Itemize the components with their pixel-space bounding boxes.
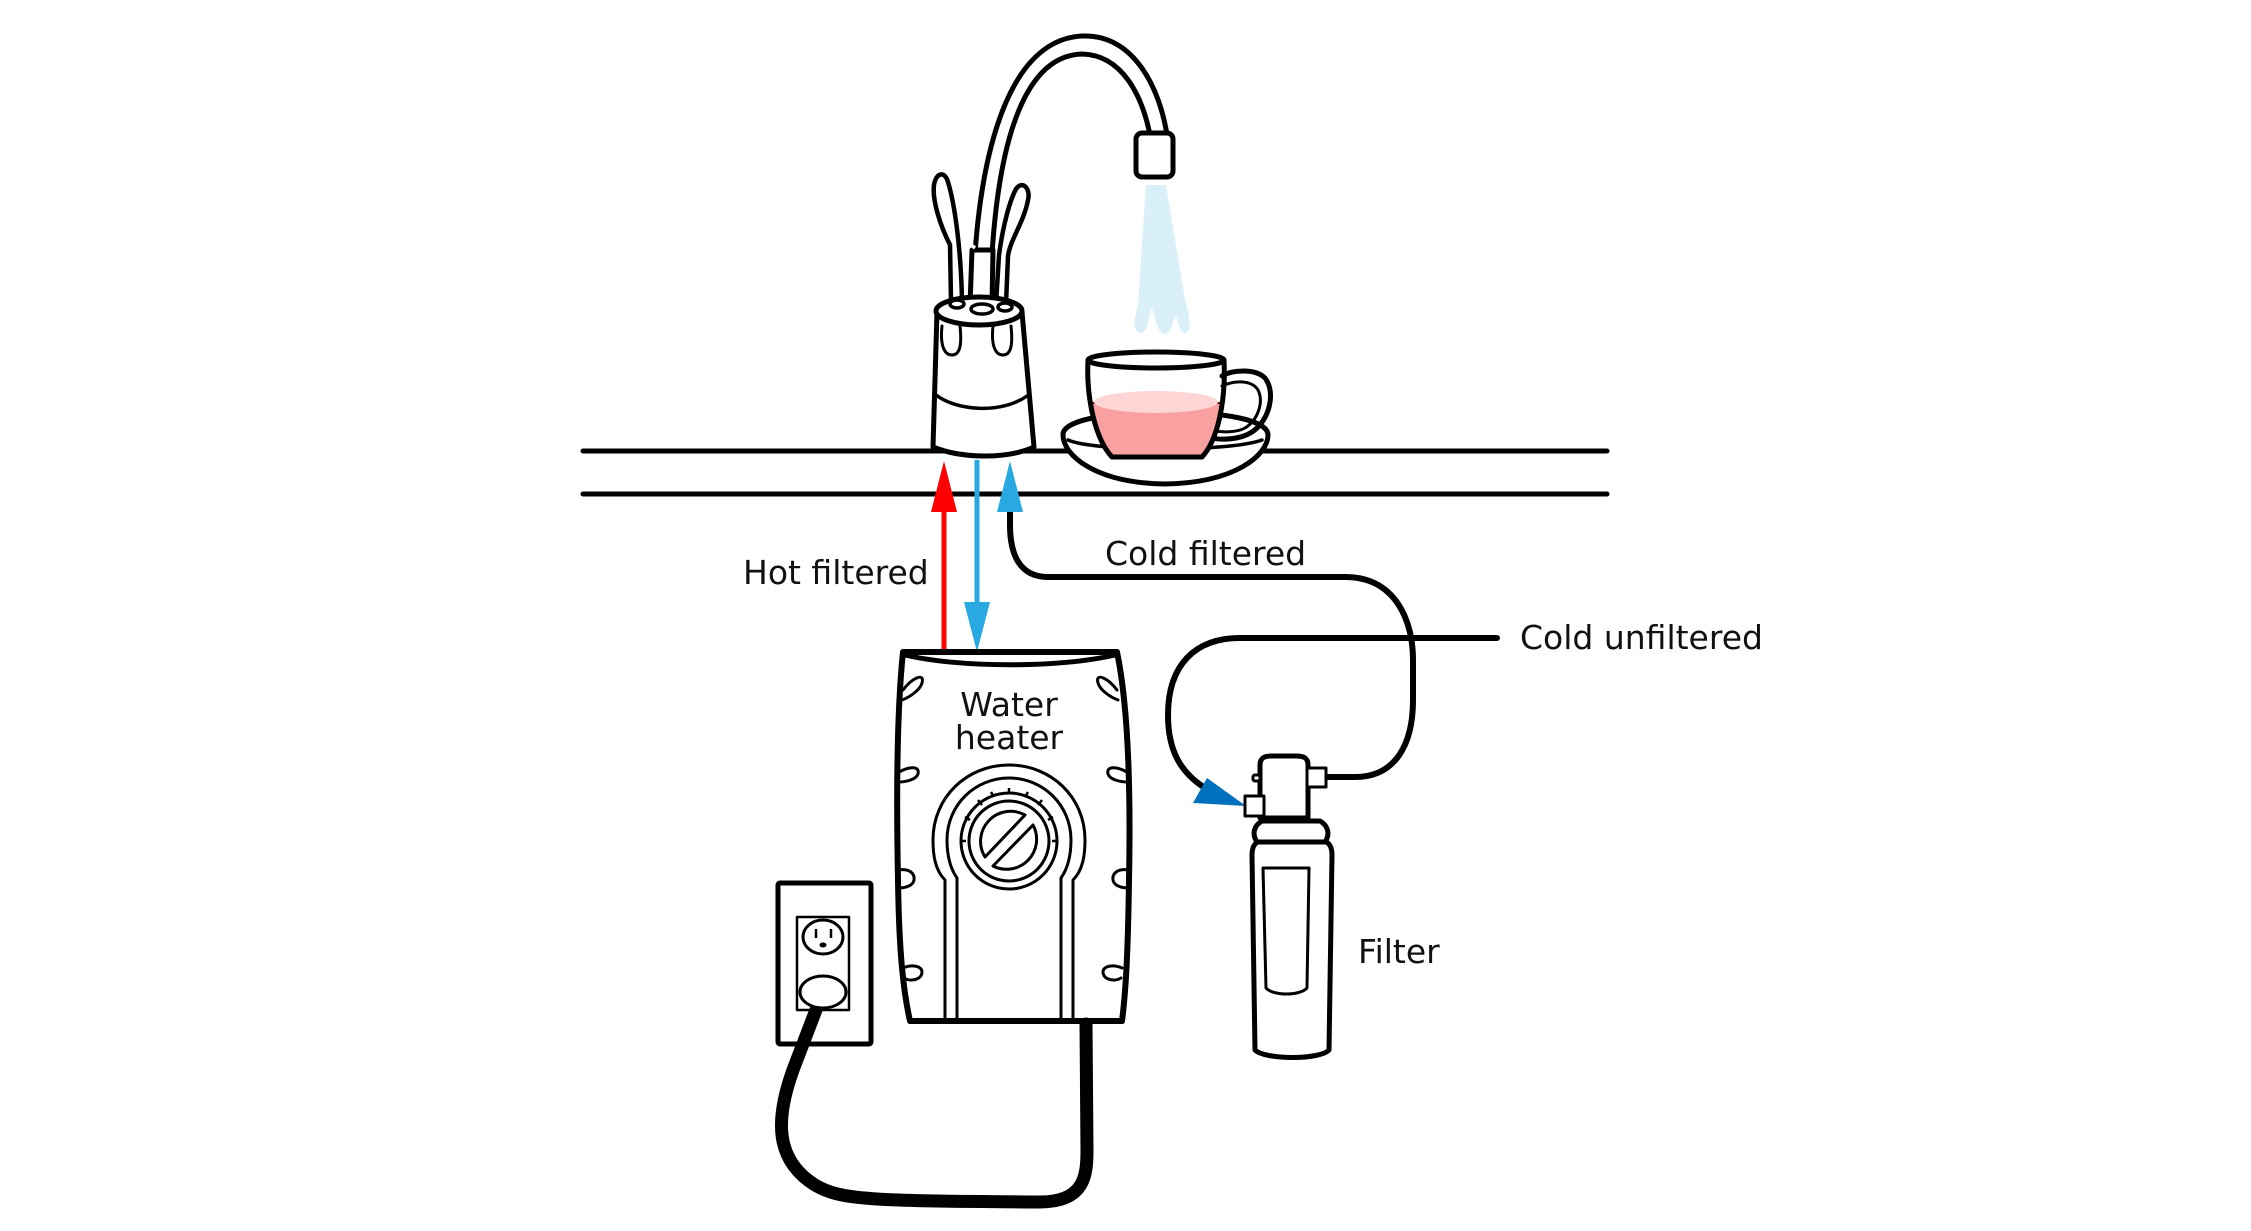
- arrowhead-right-icon: [1193, 778, 1246, 806]
- faucet-base-groove-right: [991, 324, 1014, 357]
- label-cold-filtered: Cold filtered: [1105, 534, 1306, 573]
- cup-rim: [1085, 349, 1227, 371]
- filter-head: [1257, 753, 1311, 821]
- water-heater-top-curve: [902, 652, 1118, 668]
- label-hot-filtered: Hot filtered: [743, 553, 929, 592]
- faucet-stem-cap-right: [996, 301, 1014, 313]
- filter-valve-knob: [1251, 773, 1262, 783]
- arrowhead-up-icon: [931, 461, 957, 512]
- faucet-base: [930, 309, 1037, 459]
- cup-body: [1085, 357, 1227, 460]
- water-heater-label-line2: heater: [955, 718, 1064, 757]
- arrowhead-up-icon: [997, 461, 1023, 512]
- filter-inlet-port: [1243, 794, 1266, 818]
- water-heater-icon: Water heater: [894, 649, 1133, 1024]
- dial-ring-inner: [967, 799, 1051, 883]
- outlet-socket: [801, 918, 845, 956]
- filter-outlet-port: [1305, 766, 1328, 789]
- dial-ticks: [961, 788, 1057, 843]
- filter-window: [1261, 866, 1311, 996]
- cold-filtered-line: [997, 461, 1416, 780]
- power-cord: [774, 974, 1094, 1209]
- faucet-stem-cap-middle: [969, 302, 995, 316]
- faucet-handle-left: [931, 172, 965, 304]
- cold-unfiltered-line: [1165, 635, 1500, 806]
- dial-housing-outer: [931, 763, 1087, 1023]
- power-plug: [798, 974, 848, 1010]
- faucet-base-groove-left: [940, 324, 963, 357]
- cup-handle: [1209, 368, 1274, 442]
- cold-to-heater-line: [964, 460, 990, 652]
- wall-outlet-icon: [775, 880, 874, 1047]
- faucet-base-band: [934, 393, 1029, 411]
- filter-icon: [1243, 753, 1335, 1060]
- water-heater-label-line1: Water: [960, 685, 1058, 724]
- faucet-icon: [930, 33, 1176, 459]
- cup-handle-inner: [1213, 380, 1262, 434]
- arrowhead-down-icon: [964, 602, 990, 652]
- tea-surface: [1094, 391, 1218, 413]
- water-stream-icon: [1134, 185, 1190, 334]
- faucet-handle-right: [993, 182, 1031, 307]
- faucet-stem-cap-left: [948, 298, 966, 310]
- water-heater-body: [894, 649, 1133, 1024]
- label-filter: Filter: [1358, 932, 1440, 971]
- faucet-aerator: [1133, 130, 1176, 180]
- teacup-icon: [1060, 349, 1274, 487]
- label-cold-unfiltered: Cold unfiltered: [1520, 618, 1763, 657]
- filter-collar: [1251, 818, 1331, 845]
- dial-housing-inner: [945, 776, 1073, 1023]
- dial-knob: [979, 809, 1039, 871]
- hot-filtered-line: [931, 461, 957, 655]
